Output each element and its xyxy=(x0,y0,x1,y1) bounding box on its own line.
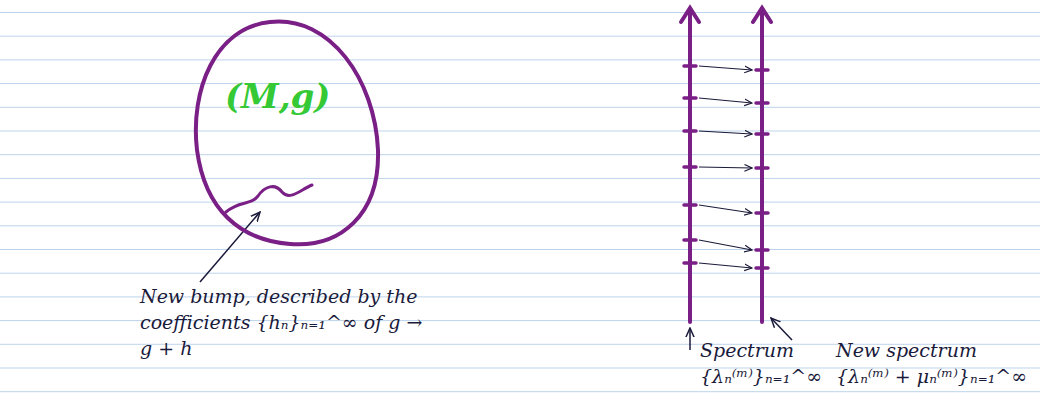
manifold-label: (M,g) xyxy=(225,78,330,115)
eigenvalue-ticks xyxy=(684,66,768,268)
shift-arrows xyxy=(699,66,752,268)
spectrum-axes xyxy=(681,8,771,322)
annotation-text: New bump, described by the coefficients … xyxy=(140,283,440,361)
annotation-text: New spectrum {λₙ⁽ᵐ⁾ + μₙ⁽ᵐ⁾}ₙ₌₁^∞ xyxy=(836,337,1028,389)
manifold-outline xyxy=(185,12,385,252)
manifold-region: (M,g) xyxy=(185,12,385,252)
annotation-text: Spectrum {λₙ⁽ᵐ⁾}ₙ₌₁^∞ xyxy=(700,337,822,389)
pointer-arrow xyxy=(689,328,691,350)
bump-curve xyxy=(226,185,312,212)
manifold-outline xyxy=(196,21,378,244)
pointer-arrow xyxy=(771,318,792,340)
